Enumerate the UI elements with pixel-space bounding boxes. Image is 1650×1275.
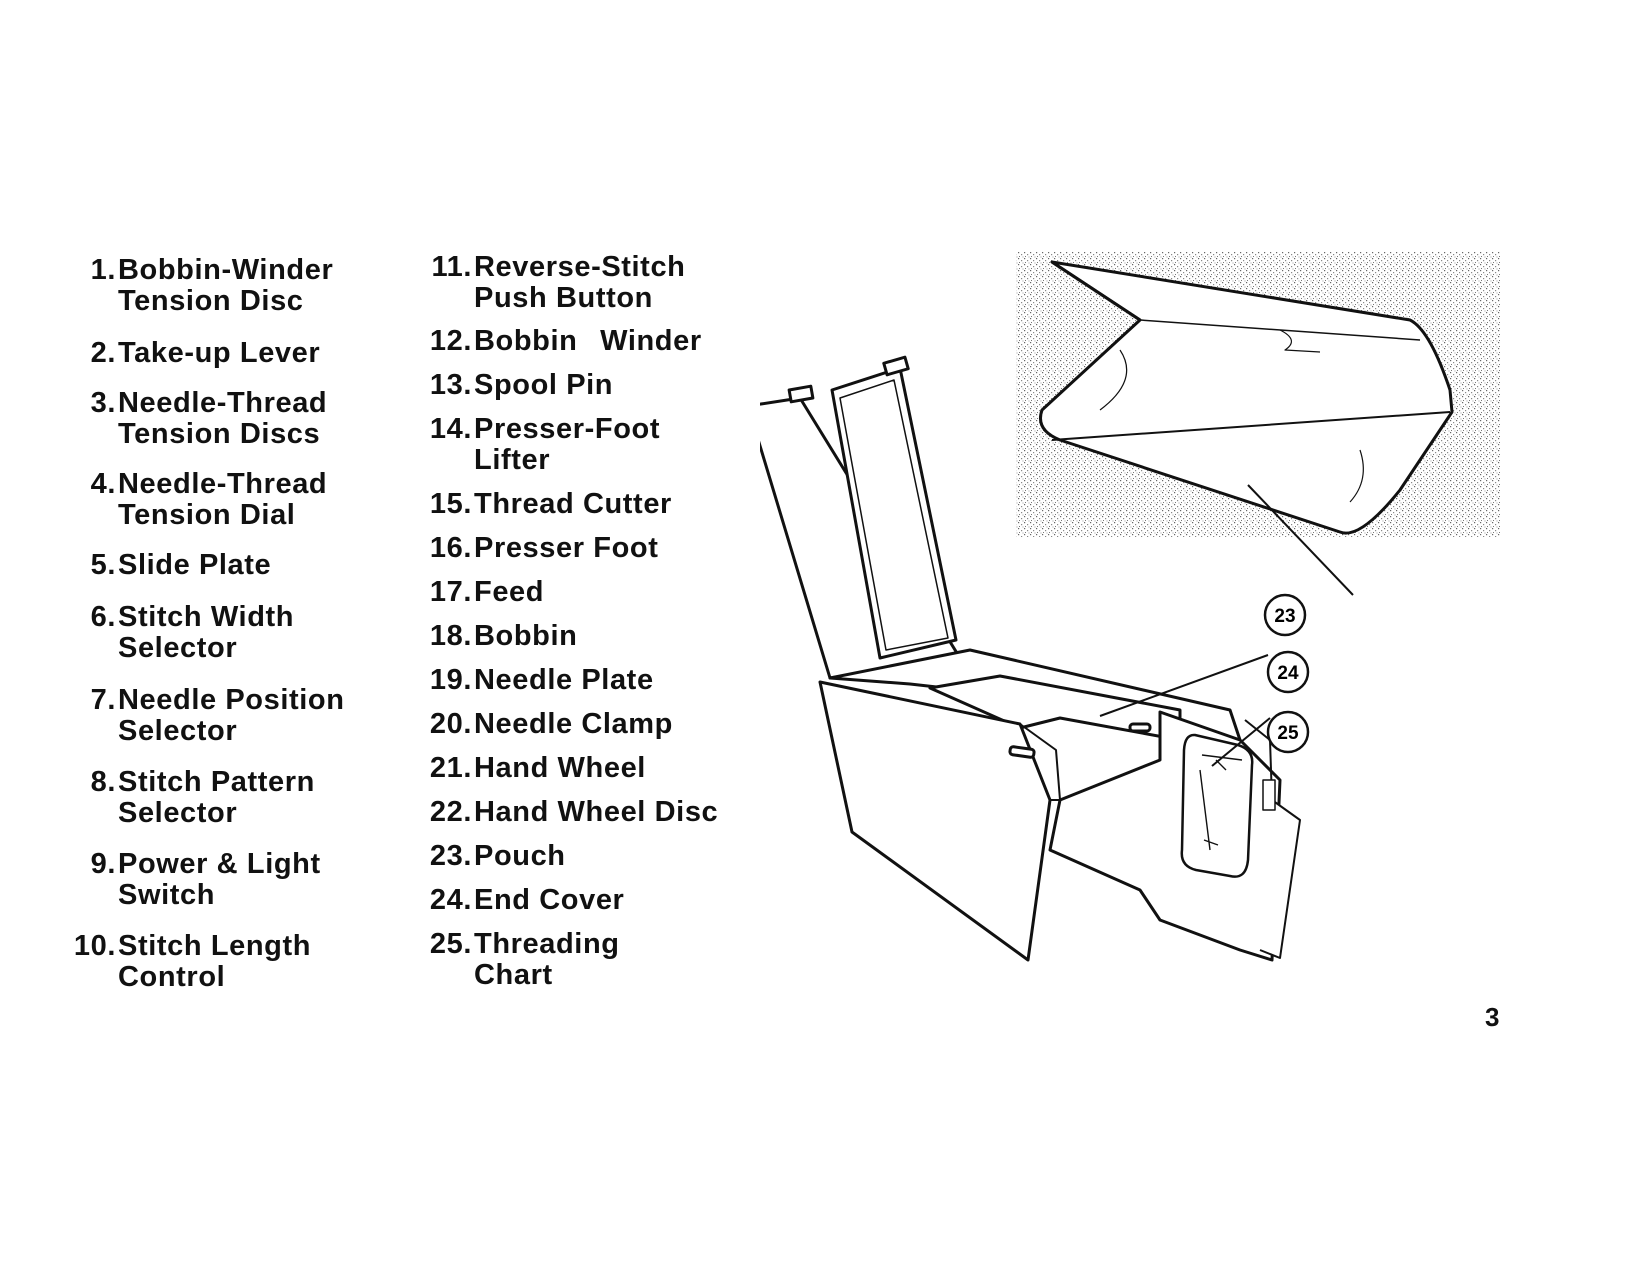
part-label: Reverse-Stitch Push Button (474, 251, 686, 314)
part-number: 7. (90, 684, 116, 716)
part-label: Needle-Thread Tension Dial (118, 468, 328, 531)
part-label: Needle-Thread Tension Discs (118, 387, 328, 450)
callout-label: 23 (1274, 606, 1295, 627)
part-number: 20. (429, 708, 472, 740)
part-label: Thread Cutter (474, 488, 672, 520)
part-number: 9. (90, 848, 116, 880)
part-number: 2. (90, 337, 116, 369)
leader-line-23 (1247, 484, 1354, 596)
part-label: Bobbin-Winder Tension Disc (118, 254, 334, 317)
part-number: 10. (73, 930, 116, 962)
leader-line-25 (1211, 717, 1271, 767)
part-number: 3. (90, 387, 116, 419)
callout-23: 23 (1263, 593, 1307, 637)
page-number: 3 (1485, 1002, 1500, 1032)
case-body (818, 648, 1301, 962)
part-number: 21. (429, 752, 472, 784)
part-label: Power & Light Switch (118, 848, 321, 911)
part-label: Take-up Lever (118, 337, 321, 369)
part-number: 5. (90, 549, 116, 581)
part-label: Hand Wheel Disc (474, 796, 719, 828)
part-label: Stitch Width Selector (118, 601, 295, 664)
part-label: Presser Foot (474, 532, 659, 564)
part-label: End Cover (474, 884, 625, 916)
callout-label: 25 (1277, 723, 1299, 744)
part-label: Slide Plate (118, 549, 272, 581)
part-number: 18. (429, 620, 472, 652)
part-label: Needle Position Selector (118, 684, 345, 747)
part-number: 15. (429, 488, 472, 520)
part-number: 25. (429, 928, 472, 960)
part-label: Stitch Pattern Selector (118, 766, 315, 829)
part-number: 11. (431, 251, 472, 283)
part-label: Needle Plate (474, 664, 654, 696)
part-label: Threading Chart (474, 928, 620, 991)
part-number: 12. (429, 325, 472, 357)
part-label: Needle Clamp (474, 708, 673, 740)
part-number: 24. (429, 884, 472, 916)
part-number: 8. (90, 766, 116, 798)
part-number: 22. (429, 796, 472, 828)
part-number: 1. (90, 254, 116, 286)
pouch (1039, 260, 1454, 535)
part-number: 4. (90, 468, 116, 500)
part-number: 14. (429, 413, 472, 445)
part-number: 19. (429, 664, 472, 696)
callout-24: 24 (1266, 650, 1310, 694)
part-label: Pouch (474, 840, 566, 872)
part-number: 6. (90, 601, 116, 633)
leader-line-24 (1099, 654, 1269, 717)
callout-25: 25 (1266, 710, 1310, 754)
part-number: 13. (429, 369, 472, 401)
part-number: 23. (429, 840, 472, 872)
part-label: Bobbin Winder (474, 325, 702, 357)
sewing-case-illustration: 23 24 25 (760, 252, 1501, 962)
part-number: 17. (429, 576, 472, 608)
part-label: Stitch Length Control (118, 930, 312, 993)
part-label: Presser-Foot Lifter (474, 413, 661, 476)
part-label: Hand Wheel (474, 752, 646, 784)
part-label: Bobbin (474, 620, 578, 652)
part-number: 16. (429, 532, 472, 564)
case-lid (760, 355, 962, 680)
callout-label: 24 (1277, 663, 1299, 684)
part-label: Feed (474, 576, 545, 608)
part-label: Spool Pin (474, 369, 614, 401)
